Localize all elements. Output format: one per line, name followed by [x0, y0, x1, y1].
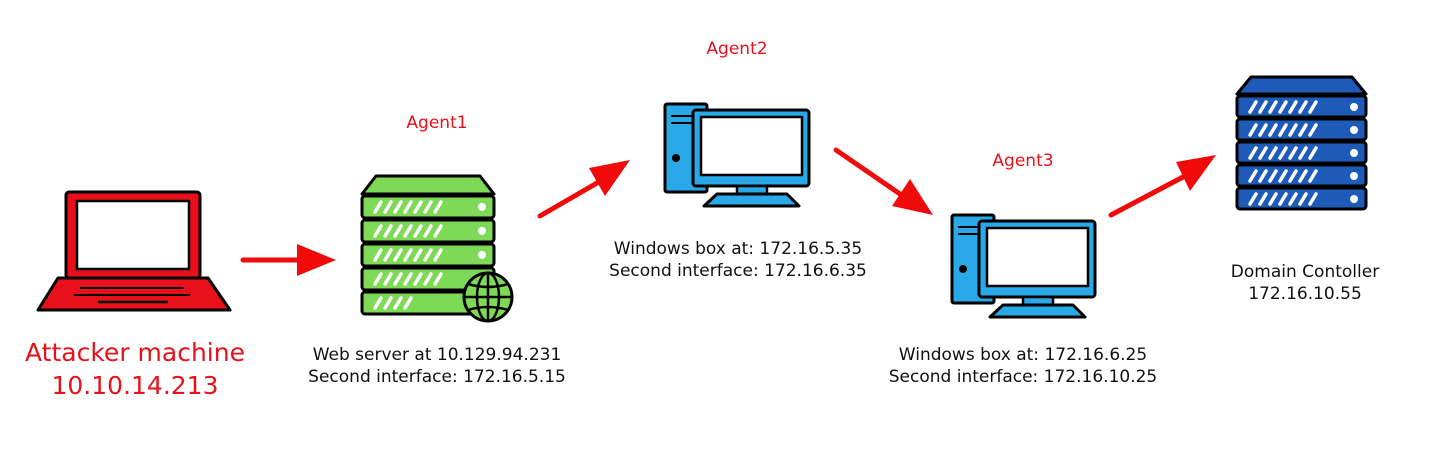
webserver-second-interface: Second interface: 172.16.5.15: [308, 367, 566, 387]
desktop-icon: [950, 213, 1097, 319]
dc-ip: 172.16.10.55: [1248, 284, 1362, 304]
dc-name: Domain Contoller: [1230, 262, 1380, 282]
agent2-label: Agent2: [706, 39, 768, 59]
desktop-icon: [663, 102, 811, 208]
attacker-ip: 10.10.14.213: [51, 371, 219, 400]
arrow-agent3-to-dc: [1108, 155, 1216, 218]
arrow-agent2-to-agent3: [833, 147, 933, 215]
arrow-webserver-to-agent2: [537, 160, 630, 219]
windows-box1-caption: Windows box at: 172.16.5.35 Second inter…: [609, 238, 867, 282]
server-rack-icon: [1235, 75, 1368, 211]
connection-arrows: [240, 147, 1216, 276]
agent3-label: Agent3: [992, 151, 1054, 171]
attacker-name: Attacker machine: [25, 338, 245, 367]
windows-box2-second-interface: Second interface: 172.16.10.25: [888, 367, 1158, 387]
windows-box2-caption: Windows box at: 172.16.6.25 Second inter…: [889, 344, 1157, 388]
webserver-caption: Web server at 10.129.94.231 Second inter…: [308, 344, 566, 388]
dc-caption: Domain Contoller 172.16.10.55: [1231, 261, 1379, 305]
laptop-icon: [36, 190, 232, 312]
windows-box1-ip: Windows box at: 172.16.5.35: [613, 239, 863, 259]
windows-box2-ip: Windows box at: 172.16.6.25: [898, 345, 1148, 365]
windows-box1-second-interface: Second interface: 172.16.6.35: [609, 261, 867, 281]
server-globe-icon: [360, 174, 514, 323]
webserver-ip: Web server at 10.129.94.231: [312, 345, 562, 365]
agent1-label: Agent1: [406, 113, 468, 133]
arrow-attacker-to-webserver: [240, 244, 336, 276]
attacker-caption: Attacker machine 10.10.14.213: [25, 336, 245, 402]
